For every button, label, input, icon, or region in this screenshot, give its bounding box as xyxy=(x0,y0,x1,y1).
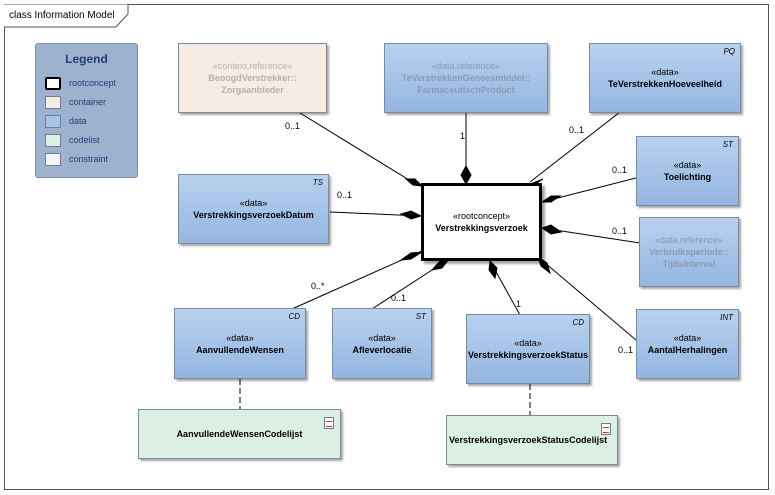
codelist-name: AanvullendeWensenCodelijst xyxy=(176,429,303,439)
legend-label: codelist xyxy=(69,135,100,145)
class-afleverlocatie[interactable]: ST «data» Afleverlocatie xyxy=(332,308,432,379)
legend-label: rootconcept xyxy=(69,78,117,88)
multiplicity-verbruiksperiode: 0..1 xyxy=(612,226,628,236)
multiplicity-hoeveelheid: 0..1 xyxy=(569,125,585,135)
class-name: Afleverlocatie xyxy=(352,344,412,355)
multiplicity-herhalingen: 0..1 xyxy=(618,345,634,355)
multiplicity-datum: 0..1 xyxy=(337,190,353,200)
legend-label: constraint xyxy=(69,154,109,164)
diamond-verbruiksperiode xyxy=(540,224,563,235)
stereotype: «data» xyxy=(226,332,254,343)
legend-item-constraint: constraint xyxy=(45,152,108,166)
diagram-title: class Information Model xyxy=(9,10,115,21)
multiplicity-toelichting: 0..1 xyxy=(612,165,628,175)
stereotype: «data» xyxy=(673,160,702,170)
stereotype: «data» xyxy=(514,338,542,348)
type-tag: INT xyxy=(720,313,733,322)
stereotype: «rootconcept» xyxy=(452,211,511,221)
legend-item-container: container xyxy=(45,95,106,109)
stereotype: «data» xyxy=(651,67,679,77)
multiplicity-beoogd: 0..1 xyxy=(285,121,301,131)
legend: Legend rootconcept container data codeli… xyxy=(35,43,138,178)
legend-label: container xyxy=(69,97,107,107)
multiplicity-wensen: 0..* xyxy=(311,281,325,291)
class-aantal-herhalingen[interactable]: INT «data» AantalHerhalingen xyxy=(636,309,739,379)
class-name: VerstrekkingsverzoekStatus xyxy=(467,350,589,360)
legend-item-rootconcept: rootconcept xyxy=(45,76,116,90)
document-icon xyxy=(324,417,334,429)
stereotype: «data» xyxy=(239,198,268,208)
legend-item-data: data xyxy=(45,114,87,128)
type-tag: ST xyxy=(722,140,733,149)
legend-title: Legend xyxy=(65,52,108,66)
class-aanvullende-wensen[interactable]: CD «data» AanvullendeWensen xyxy=(174,308,306,379)
type-tag: PQ xyxy=(723,47,735,56)
class-name-line2: TijdsInterval xyxy=(662,259,716,269)
class-verstrekkingsverzoek[interactable]: «rootconcept» Verstrekkingsverzoek xyxy=(421,183,542,261)
multiplicity-status: 1 xyxy=(516,299,522,309)
class-te-verstrekken-hoeveelheid[interactable]: PQ «data» TeVerstrekkenHoeveelheid xyxy=(589,43,741,113)
class-name-line2: FarmaceutischProduct xyxy=(417,85,515,95)
class-name-line1: Verbruiksperiode:: xyxy=(649,247,729,257)
class-name: Verstrekkingsverzoek xyxy=(435,223,528,233)
legend-swatch xyxy=(45,95,61,109)
class-verstrekkingsverzoek-status[interactable]: CD «data» VerstrekkingsverzoekStatus xyxy=(466,314,590,384)
class-name-line1: TeVerstrekkenGeneesmiddel:: xyxy=(401,73,531,83)
diagram-title-tab xyxy=(4,4,129,28)
diamond-herhalingen xyxy=(537,255,551,275)
diamond-geneesmiddel xyxy=(460,164,472,186)
diamond-toelichting xyxy=(540,195,562,203)
class-verbruiksperiode[interactable]: «data,reference» Verbruiksperiode:: Tijd… xyxy=(639,217,739,287)
class-name: Toelichting xyxy=(663,172,712,182)
type-tag: TS xyxy=(312,178,323,187)
class-name: AanvullendeWensen xyxy=(196,344,284,355)
association-herhalingen xyxy=(537,256,637,341)
diamond-beoogd xyxy=(404,178,424,187)
type-tag: CD xyxy=(288,312,300,321)
association-hoeveelheid xyxy=(529,111,621,183)
stereotype: «context,reference» xyxy=(212,61,293,71)
diagram-frame xyxy=(4,4,769,490)
class-name: AantalHerhalingen xyxy=(647,345,728,355)
stereotype: «data» xyxy=(673,333,702,343)
class-toelichting[interactable]: ST «data» Toelichting xyxy=(636,136,739,206)
diamond-datum xyxy=(399,210,423,220)
association-wensen xyxy=(291,250,423,310)
stereotype: «data,reference» xyxy=(654,235,724,245)
legend-swatch xyxy=(45,133,61,147)
codelist-name: VerstrekkingsverzoekStatusCodelijst xyxy=(449,435,608,445)
diamond-wensen xyxy=(399,251,423,261)
legend-swatch xyxy=(45,114,61,128)
diamond-status xyxy=(488,259,498,280)
multiplicity-geneesmiddel: 1 xyxy=(460,131,466,141)
association-beoogd xyxy=(299,112,415,184)
codelist-verstrekkingsverzoek-status[interactable]: VerstrekkingsverzoekStatusCodelijst xyxy=(446,415,618,465)
legend-swatch xyxy=(45,76,61,90)
stereotype: «data,reference» xyxy=(431,61,501,71)
class-name: TeVerstrekkenHoeveelheid xyxy=(608,79,722,89)
codelist-aanvullende-wensen[interactable]: AanvullendeWensenCodelijst xyxy=(138,409,341,459)
type-tag: CD xyxy=(572,318,584,327)
type-tag: ST xyxy=(415,312,426,321)
class-name: VerstrekkingsverzoekDatum xyxy=(193,210,314,220)
document-icon xyxy=(601,423,611,435)
class-verstrekkingsverzoek-datum[interactable]: TS «data» VerstrekkingsverzoekDatum xyxy=(178,174,329,244)
stereotype: «data» xyxy=(368,332,396,343)
legend-item-codelist: codelist xyxy=(45,133,100,147)
legend-swatch xyxy=(45,152,61,166)
class-te-verstrekken-geneesmiddel[interactable]: «data,reference» TeVerstrekkenGeneesmidd… xyxy=(384,43,548,113)
class-beoogd-verstrekker[interactable]: «context,reference» BeoogdVerstrekker:: … xyxy=(178,43,327,113)
class-name-line2: Zorgaanbieder xyxy=(221,85,284,95)
class-name-line1: BeoogdVerstrekker:: xyxy=(208,73,297,83)
multiplicity-afleverlocatie: 0..1 xyxy=(391,293,407,303)
legend-label: data xyxy=(69,116,87,126)
